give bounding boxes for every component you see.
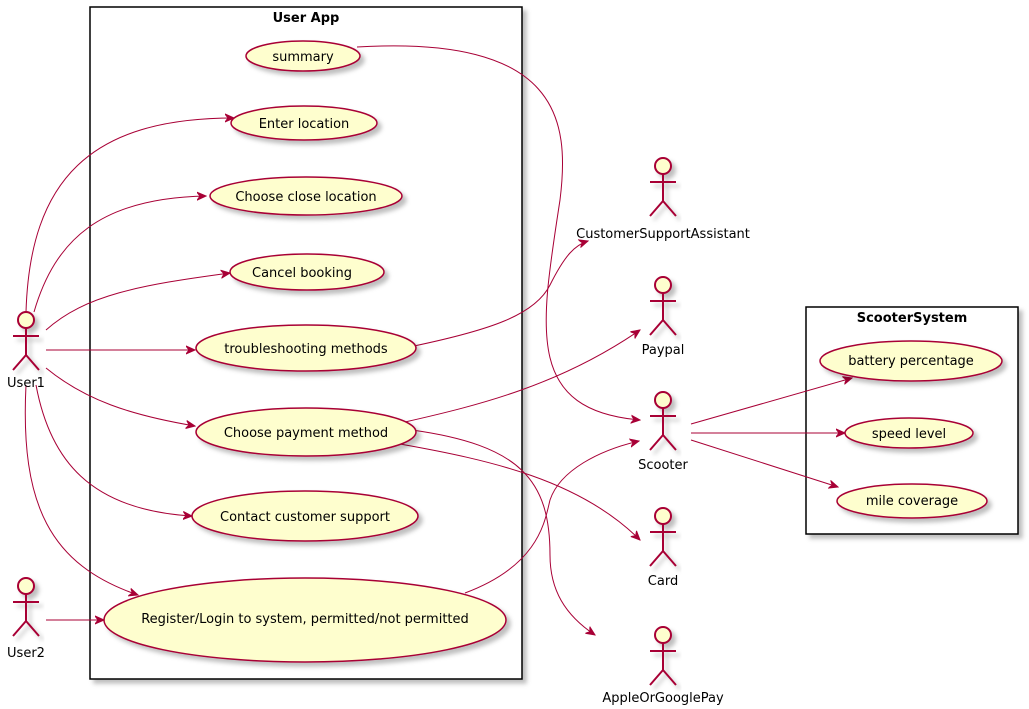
usecase-troubleshooting: troubleshooting methods bbox=[195, 324, 417, 372]
edge-user1-choose-close-location bbox=[33, 196, 206, 313]
stick-figure-icon bbox=[649, 391, 677, 451]
usecase-battery: battery percentage bbox=[819, 340, 1003, 382]
actors: User1 User2 CustomerSupportAssistant Pay… bbox=[7, 157, 750, 706]
edge-user1-cancel-booking bbox=[45, 273, 230, 331]
actor-card-label: Card bbox=[648, 574, 678, 589]
actor-customer-support: CustomerSupportAssistant bbox=[576, 157, 750, 242]
stick-figure-icon bbox=[649, 626, 677, 686]
usecases: summary Enter location Choose close loca… bbox=[103, 40, 1003, 663]
stick-figure-icon bbox=[12, 577, 40, 637]
actor-scooter: Scooter bbox=[638, 391, 689, 473]
actor-customer-support-label: CustomerSupportAssistant bbox=[576, 227, 750, 242]
usecase-speed-label: speed level bbox=[872, 427, 946, 442]
usecase-mile: mile coverage bbox=[836, 483, 988, 519]
edge-user1-register-login bbox=[24, 384, 138, 595]
usecase-summary: summary bbox=[245, 40, 361, 72]
edge-scooter-mile bbox=[690, 439, 838, 487]
edge-scooter-battery bbox=[690, 378, 852, 425]
edge-register-login-scooter bbox=[464, 441, 639, 594]
stick-figure-icon bbox=[649, 157, 677, 217]
user-app-title: User App bbox=[273, 11, 340, 26]
edge-choose-payment-card bbox=[399, 443, 640, 540]
edge-choose-payment-apple-google-pay bbox=[411, 429, 595, 635]
usecase-register-login-label: Register/Login to system, permitted/not … bbox=[141, 612, 469, 627]
actor-card: Card bbox=[648, 507, 678, 589]
usecase-troubleshooting-label: troubleshooting methods bbox=[224, 342, 388, 357]
usecase-enter-location-label: Enter location bbox=[259, 117, 350, 132]
edge-summary-scooter bbox=[356, 45, 640, 420]
usecase-cancel-booking-label: Cancel booking bbox=[252, 266, 352, 281]
usecase-choose-close-location: Choose close location bbox=[209, 176, 403, 216]
usecase-summary-label: summary bbox=[272, 50, 334, 65]
usecase-battery-label: battery percentage bbox=[848, 354, 974, 369]
actor-user2-label: User2 bbox=[7, 646, 45, 661]
actor-scooter-label: Scooter bbox=[638, 458, 688, 473]
stick-figure-icon bbox=[12, 311, 40, 371]
edge-choose-payment-paypal bbox=[404, 330, 640, 423]
actor-paypal: Paypal bbox=[642, 276, 685, 358]
usecase-cancel-booking: Cancel booking bbox=[229, 253, 385, 291]
actor-user1: User1 bbox=[7, 311, 45, 391]
actor-apple-google-pay-label: AppleOrGooglePay bbox=[602, 691, 724, 706]
edge-user1-choose-payment bbox=[45, 367, 195, 426]
usecase-enter-location: Enter location bbox=[230, 105, 378, 141]
usecase-mile-label: mile coverage bbox=[866, 494, 958, 509]
usecase-contact-support-label: Contact customer support bbox=[220, 510, 390, 525]
scooter-system-title: ScooterSystem bbox=[857, 311, 968, 326]
actor-apple-google-pay: AppleOrGooglePay bbox=[602, 626, 724, 706]
usecase-speed: speed level bbox=[844, 417, 974, 449]
usecase-contact-support: Contact customer support bbox=[191, 490, 419, 542]
actor-paypal-label: Paypal bbox=[642, 343, 685, 358]
usecase-choose-payment-label: Choose payment method bbox=[224, 426, 388, 441]
edge-troubleshooting-customer-support bbox=[413, 241, 588, 347]
stick-figure-icon bbox=[649, 507, 677, 567]
usecase-register-login: Register/Login to system, permitted/not … bbox=[103, 577, 507, 663]
actor-user1-label: User1 bbox=[7, 376, 45, 391]
usecase-choose-close-location-label: Choose close location bbox=[235, 190, 376, 205]
edge-user1-enter-location bbox=[25, 118, 234, 313]
actor-user2: User2 bbox=[7, 577, 45, 661]
stick-figure-icon bbox=[649, 276, 677, 336]
connections bbox=[24, 45, 852, 635]
edge-user1-contact-support bbox=[35, 384, 192, 516]
usecase-choose-payment: Choose payment method bbox=[195, 407, 417, 457]
